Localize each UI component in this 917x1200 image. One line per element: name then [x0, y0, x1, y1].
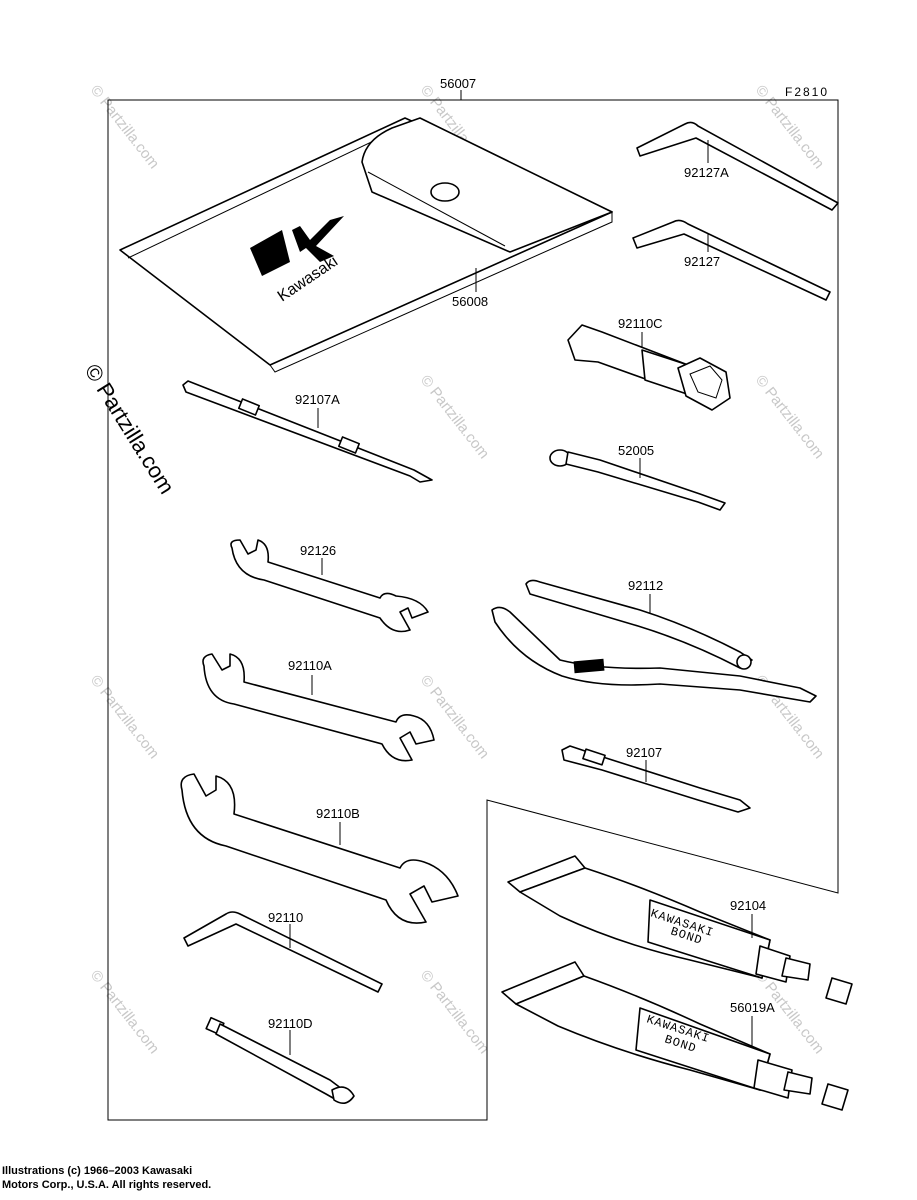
- part-label-92127: 92127: [684, 254, 720, 269]
- watermark: © Partzilla.com: [87, 967, 163, 1057]
- hex-key-92110[interactable]: [183, 911, 383, 993]
- part-label-92110b: 92110B: [316, 806, 360, 821]
- part-label-56019a: 56019A: [730, 1000, 775, 1015]
- part-label-92110c: 92110C: [618, 316, 663, 331]
- part-label-92110: 92110: [268, 910, 303, 925]
- kit-label: 56007: [440, 76, 476, 91]
- spark-tool-92110d[interactable]: [205, 1016, 355, 1104]
- watermark: © Partzilla.com: [417, 372, 493, 462]
- kit-frame: [107, 90, 839, 1121]
- figure-code: F2810: [785, 85, 829, 99]
- watermark: © Partzilla.com: [87, 672, 163, 762]
- screwdriver-92107[interactable]: [561, 745, 751, 813]
- part-label-92110a: 92110A: [288, 658, 332, 673]
- part-label-92126: 92126: [300, 543, 336, 558]
- watermark: © Partzilla.com: [417, 967, 493, 1057]
- copyright-line1: Illustrations (c) 1966–2003 Kawasaki: [2, 1165, 193, 1177]
- copyright-notice: Illustrations (c) 1966–2003 Kawasaki Mot…: [2, 1164, 211, 1192]
- copyright-line2: Motors Corp., U.S.A. All rights reserved…: [2, 1179, 212, 1191]
- part-label-92107a: 92107A: [295, 392, 340, 407]
- part-label-92112: 92112: [628, 578, 663, 593]
- watermark: © Partzilla.com: [417, 672, 493, 762]
- box-wrench-92110c[interactable]: [567, 324, 731, 411]
- part-label-56008: 56008: [452, 294, 488, 309]
- watermark: © Partzilla.com: [752, 372, 828, 462]
- hex-key-92127[interactable]: [632, 219, 831, 301]
- screwdriver-52005[interactable]: [549, 449, 726, 511]
- hex-key-92127a[interactable]: [636, 121, 839, 211]
- pliers-92112[interactable]: [491, 579, 817, 703]
- part-label-92127a: 92127A: [684, 165, 729, 180]
- screwdriver-shaft-92107a[interactable]: [182, 380, 433, 483]
- bond-tube-92104[interactable]: KAWASAKI BOND: [507, 855, 853, 1005]
- watermark: © Partzilla.com: [87, 82, 163, 172]
- tool-pouch[interactable]: Kawasaki: [119, 117, 613, 373]
- open-wrench-92110a[interactable]: [202, 653, 435, 762]
- watermark-large: © Partzilla.com: [80, 359, 180, 498]
- open-wrench-92110b[interactable]: [180, 773, 459, 924]
- part-label-52005: 52005: [618, 443, 654, 458]
- bond-tube-56019a[interactable]: KAWASAKI BOND: [501, 961, 849, 1111]
- part-label-92104: 92104: [730, 898, 766, 913]
- part-label-92110d: 92110D: [268, 1016, 313, 1031]
- part-label-92107: 92107: [626, 745, 662, 760]
- open-wrench-92126[interactable]: [230, 539, 429, 633]
